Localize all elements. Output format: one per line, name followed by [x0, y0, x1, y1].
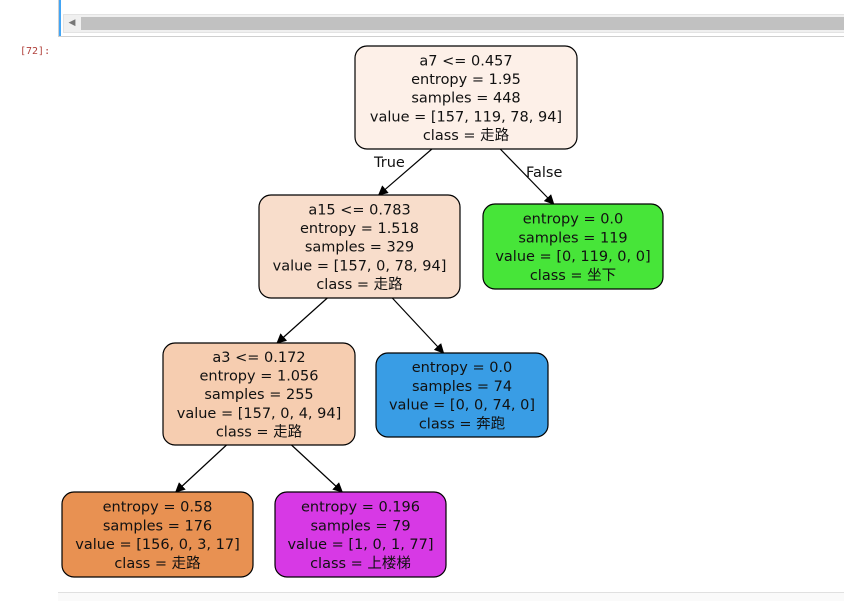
node-line: samples = 176 [103, 518, 212, 534]
node-line: value = [156, 0, 3, 17] [75, 537, 240, 553]
node-line: class = 奔跑 [419, 415, 505, 432]
node-line: entropy = 0.58 [103, 500, 213, 516]
tree-node-n4: entropy = 0.0 samples = 74 value = [0, 0, … [375, 352, 549, 438]
node-line: value = [1, 0, 1, 77] [287, 537, 433, 553]
edge-label-false: False [526, 165, 562, 181]
node-box [61, 491, 254, 578]
edge-label-true: True [373, 155, 405, 171]
tree-node-n5: entropy = 0.58 samples = 176 value = [156,… [61, 491, 254, 578]
node-line: class = 上楼梯 [310, 555, 411, 572]
horizontal-scrollbar[interactable]: ◀ [63, 14, 844, 33]
tree-node-n2: entropy = 0.0 samples = 119 value = [0, 11… [482, 203, 664, 290]
cell-selection-bar [59, 0, 61, 36]
node-line: value = [157, 0, 78, 94] [273, 258, 447, 274]
scrollbar-thumb[interactable] [81, 17, 844, 30]
node-line: class = 走路 [423, 127, 510, 144]
node-box [482, 203, 664, 290]
triangle-left-icon[interactable]: ◀ [68, 18, 76, 28]
node-line: entropy = 1.056 [200, 369, 319, 385]
node-line: class = 走路 [114, 555, 201, 572]
tree-edge-n0-n2 [499, 148, 555, 205]
node-line: samples = 79 [310, 518, 410, 534]
cell-prompt: [72]: [20, 46, 51, 57]
node-line: class = 走路 [316, 276, 403, 293]
node-line: entropy = 0.0 [412, 360, 513, 376]
tree-edge-n3-n5 [175, 444, 227, 493]
node-line: class = 走路 [216, 424, 303, 441]
node-line: value = [157, 119, 78, 94] [370, 109, 562, 125]
cell-bottom-border [58, 592, 844, 601]
node-box [354, 45, 578, 150]
node-line: samples = 329 [305, 240, 414, 256]
node-line: entropy = 0.196 [301, 500, 420, 516]
node-line: samples = 255 [204, 387, 313, 403]
tree-edge-n0-n1 [377, 148, 433, 196]
tree-node-n1: a15 <= 0.783 entropy = 1.518 samples = 329… [258, 194, 461, 299]
node-line: value = [157, 0, 4, 94] [177, 406, 342, 422]
tree-edge-n1-n4 [391, 297, 445, 354]
tree-edge-n1-n3 [276, 297, 328, 344]
node-line: a7 <= 0.457 [419, 53, 512, 69]
node-line: value = [0, 119, 0, 0] [495, 249, 650, 265]
node-line: entropy = 1.518 [300, 221, 419, 237]
node-line: a15 <= 0.783 [308, 202, 410, 218]
node-line: samples = 74 [412, 379, 512, 395]
tree-node-n0: a7 <= 0.457 entropy = 1.95 samples = 448 va… [354, 45, 578, 150]
node-line: entropy = 1.95 [411, 72, 521, 88]
tree-node-n3: a3 <= 0.172 entropy = 1.056 samples = 255 v… [162, 342, 356, 446]
node-line: samples = 119 [518, 230, 627, 246]
node-box [375, 352, 549, 438]
previous-output-area: ◀ [58, 0, 844, 37]
node-line: entropy = 0.0 [523, 212, 624, 228]
node-box [274, 491, 447, 578]
node-box [258, 194, 461, 299]
tree-node-n6: entropy = 0.196 samples = 79 value = [1, 0… [274, 491, 447, 578]
node-line: value = [0, 0, 74, 0] [389, 398, 535, 414]
node-line: class = 坐下 [530, 267, 616, 284]
tree-edge-n3-n6 [291, 444, 343, 493]
node-box [162, 342, 356, 446]
node-line: samples = 448 [411, 91, 520, 107]
node-line: a3 <= 0.172 [212, 350, 305, 366]
